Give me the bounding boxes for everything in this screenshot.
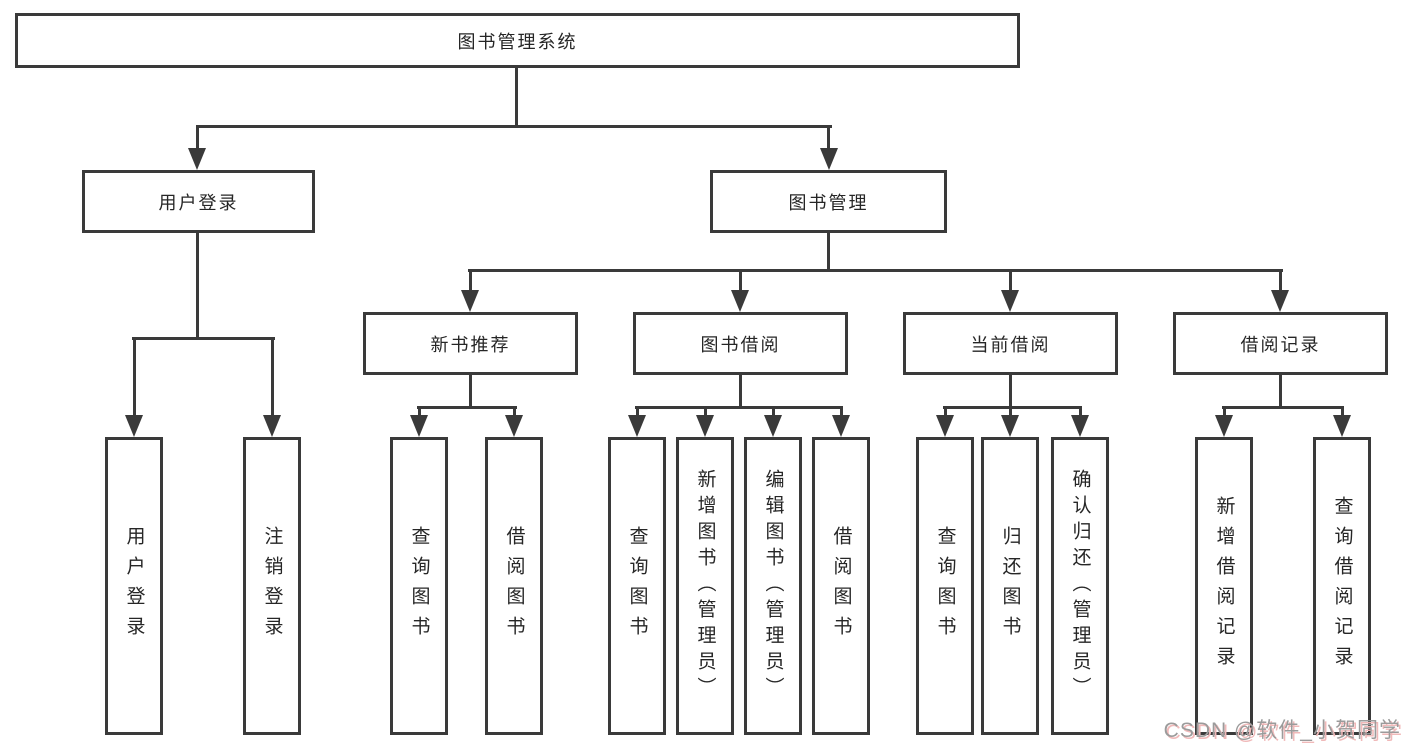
connector-line <box>513 406 516 415</box>
connector-line <box>418 406 421 415</box>
leaf-br-add-record: 新增借阅记录 <box>1195 437 1253 735</box>
connector-line <box>636 406 639 415</box>
connector-line <box>1009 375 1012 406</box>
connector-line <box>1009 406 1012 415</box>
connector-line <box>196 125 832 128</box>
node-borrow-record: 借阅记录 <box>1173 312 1388 375</box>
connector-line <box>1222 406 1344 409</box>
connector-line <box>943 406 1082 409</box>
connector-line <box>469 269 472 290</box>
leaf-cb-query-books: 查询图书 <box>916 437 974 735</box>
node-current-borrow: 当前借阅 <box>903 312 1118 375</box>
connector-line <box>469 375 472 406</box>
leaf-user-login: 用户登录 <box>105 437 163 735</box>
connector-line <box>133 337 136 415</box>
leaf-bb-query-books: 查询图书 <box>608 437 666 735</box>
connector-line <box>1341 406 1344 415</box>
arrow-down-icon <box>832 415 850 437</box>
connector-line <box>704 406 707 415</box>
leaf-bb-add-books-admin: 新增图书（管理员） <box>676 437 734 735</box>
connector-line <box>515 68 518 125</box>
connector-line <box>417 406 517 409</box>
connector-line <box>196 233 199 337</box>
connector-line <box>944 406 947 415</box>
connector-line <box>271 337 274 415</box>
arrow-down-icon <box>461 290 479 312</box>
connector-line <box>1079 406 1082 415</box>
connector-line <box>132 337 275 340</box>
connector-line <box>635 406 843 409</box>
connector-line <box>468 269 1283 272</box>
arrow-down-icon <box>188 148 206 170</box>
arrow-down-icon <box>1215 415 1233 437</box>
connector-line <box>772 406 775 415</box>
connector-line <box>739 375 742 406</box>
arrow-down-icon <box>731 290 749 312</box>
arrow-down-icon <box>1071 415 1089 437</box>
leaf-nb-query-books: 查询图书 <box>390 437 448 735</box>
connector-line <box>196 125 199 148</box>
arrow-down-icon <box>1001 290 1019 312</box>
leaf-logout-login: 注销登录 <box>243 437 301 735</box>
node-root: 图书管理系统 <box>15 13 1020 68</box>
leaf-cb-confirm-return-admin: 确认归还（管理员） <box>1051 437 1109 735</box>
connector-line <box>739 269 742 290</box>
arrow-down-icon <box>1333 415 1351 437</box>
node-new-book-recommend: 新书推荐 <box>363 312 578 375</box>
arrow-down-icon <box>1001 415 1019 437</box>
connector-line <box>1009 269 1012 290</box>
arrow-down-icon <box>820 148 838 170</box>
arrow-down-icon <box>263 415 281 437</box>
leaf-br-query-record: 查询借阅记录 <box>1313 437 1371 735</box>
connector-line <box>1223 406 1226 415</box>
arrow-down-icon <box>696 415 714 437</box>
connector-line <box>1279 375 1282 406</box>
arrow-down-icon <box>410 415 428 437</box>
node-user-login: 用户登录 <box>82 170 315 233</box>
watermark: CSDN @软件_小贺同学 <box>1163 719 1401 742</box>
leaf-bb-edit-books-admin: 编辑图书（管理员） <box>744 437 802 735</box>
connector-line <box>1279 269 1282 290</box>
arrow-down-icon <box>936 415 954 437</box>
connector-line <box>840 406 843 415</box>
node-book-borrow: 图书借阅 <box>633 312 848 375</box>
arrow-down-icon <box>764 415 782 437</box>
leaf-nb-borrow-books: 借阅图书 <box>485 437 543 735</box>
leaf-bb-borrow-books: 借阅图书 <box>812 437 870 735</box>
connector-line <box>827 125 830 148</box>
arrow-down-icon <box>1271 290 1289 312</box>
arrow-down-icon <box>125 415 143 437</box>
connector-line <box>827 233 830 269</box>
arrow-down-icon <box>505 415 523 437</box>
arrow-down-icon <box>628 415 646 437</box>
leaf-cb-return-books: 归还图书 <box>981 437 1039 735</box>
node-book-management: 图书管理 <box>710 170 947 233</box>
